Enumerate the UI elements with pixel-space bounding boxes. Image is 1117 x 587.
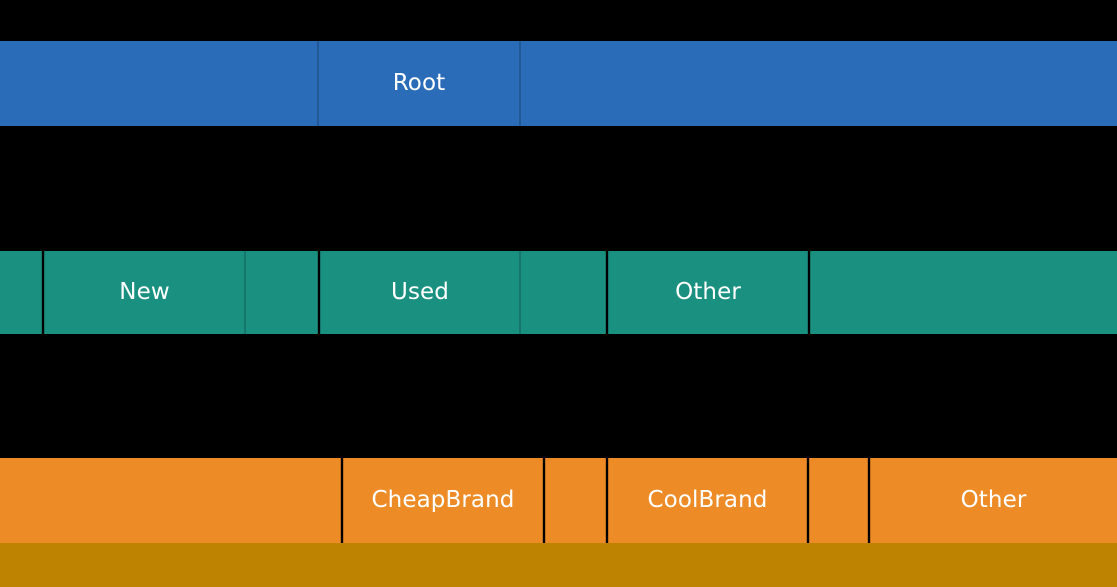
brand-level: CheapBrand CoolBrand Other — [0, 458, 1117, 543]
root-level: Root — [0, 41, 1117, 126]
icicle-node-other[interactable]: Other — [870, 458, 1117, 543]
icicle-node-label: CheapBrand — [371, 487, 515, 513]
icicle-node-label: Root — [392, 70, 446, 96]
icicle-node-root-c[interactable] — [520, 41, 1117, 126]
icicle-node-cond-d[interactable] — [810, 251, 1117, 334]
icicle-node-cond-c[interactable] — [520, 251, 606, 334]
icicle-node-label: Used — [391, 279, 449, 305]
icicle-node-brand-b[interactable] — [545, 458, 606, 543]
icicle-node-cheapbrand[interactable]: CheapBrand — [343, 458, 543, 543]
leaf-level — [0, 543, 1117, 587]
icicle-node-label: New — [119, 279, 170, 305]
icicle-node-leaf-a[interactable] — [0, 543, 1117, 587]
icicle-node-cond-b[interactable] — [245, 251, 318, 334]
icicle-node-coolbrand[interactable]: CoolBrand — [608, 458, 807, 543]
icicle-node-root[interactable]: Root — [318, 41, 520, 126]
icicle-node-label: Other — [675, 279, 741, 305]
icicle-node-new[interactable]: New — [44, 251, 245, 334]
icicle-node-brand-c[interactable] — [809, 458, 868, 543]
icicle-node-root-a[interactable] — [0, 41, 318, 126]
icicle-node-label: CoolBrand — [647, 487, 768, 513]
icicle-node-other[interactable]: Other — [608, 251, 808, 334]
icicle-node-brand-a[interactable] — [0, 458, 341, 543]
condition-level: New Used Other — [0, 251, 1117, 334]
icicle-node-label: Other — [960, 487, 1027, 513]
icicle-node-cond-a[interactable] — [0, 251, 42, 334]
icicle-node-used[interactable]: Used — [320, 251, 520, 334]
